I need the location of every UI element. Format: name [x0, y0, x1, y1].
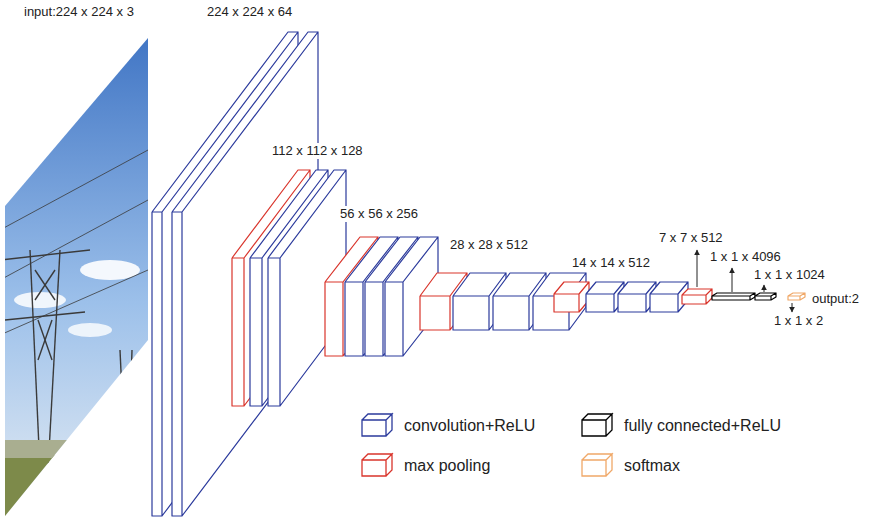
legend-box [362, 454, 392, 476]
softmax-layer [788, 293, 805, 300]
output-size: output:2 [810, 291, 861, 307]
legend-swatch [580, 452, 614, 478]
layer-size: 14 x 14 x 512 [570, 255, 652, 271]
layer-size: 112 x 112 x 128 [270, 143, 365, 159]
input-size: input:224 x 224 x 3 [22, 4, 136, 20]
layer-size: 56 x 56 x 256 [338, 206, 420, 222]
pool-layer [554, 282, 589, 312]
input-photo [0, 30, 150, 521]
layer-size: 1 x 1 x 4096 [708, 249, 783, 265]
legend-label: fully connected+ReLU [624, 416, 781, 436]
layer-size: 224 x 224 x 64 [205, 4, 294, 20]
legend-swatch [360, 452, 394, 478]
legend-box [582, 414, 612, 436]
layer-size: 1 x 1 x 1024 [752, 267, 827, 283]
legend-swatch [360, 412, 394, 438]
legend-box [582, 454, 612, 476]
layer-size: 28 x 28 x 512 [448, 237, 530, 253]
legend-box [362, 414, 392, 436]
legend-label: max pooling [404, 456, 490, 476]
legend-label: softmax [624, 456, 680, 476]
layer-size: 1 x 1 x 2 [772, 313, 825, 329]
legend-swatch [580, 412, 614, 438]
layer-size: 7 x 7 x 512 [657, 230, 725, 246]
fc-layer [712, 293, 755, 300]
fc-layer [755, 293, 776, 300]
pool-layer [682, 289, 712, 304]
legend-label: convolution+ReLU [404, 416, 535, 436]
